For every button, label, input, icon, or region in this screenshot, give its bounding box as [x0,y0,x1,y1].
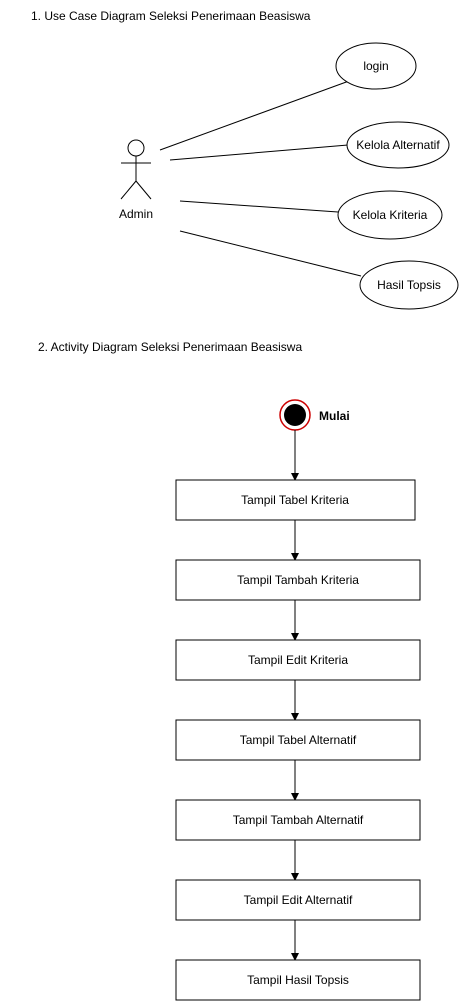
start-node [279,399,311,431]
usecase-kelola-kriteria: Kelola Kriteria [337,190,443,240]
association-kelola-kriteria [179,200,339,213]
association-kelola-alternatif [169,144,349,161]
activity-box [175,959,421,1001]
activity-step: Tampil Hasil Topsis [175,959,421,1001]
activity-label: Tampil Tabel Alternatif [240,733,357,747]
usecase-hasil-topsis: Hasil Topsis [359,260,459,310]
activity-diagram-title: 2. Activity Diagram Seleksi Penerimaan B… [38,340,303,354]
usecase-label: login [363,59,388,73]
actor-admin: Admin [119,139,153,221]
activity-box [175,719,421,761]
actor-label: Admin [119,207,153,221]
start-label: Mulai [319,409,350,423]
association-login [159,80,350,151]
usecase-label: Kelola Kriteria [353,208,428,222]
actor-head [127,139,145,157]
activity-step: Tampil Tambah Alternatif [175,799,421,841]
activity-step: Tampil Tabel Alternatif [175,719,421,761]
activity-label: Tampil Edit Alternatif [244,893,353,907]
activity-label: Tampil Tambah Kriteria [237,573,359,587]
activity-label: Tampil Tambah Alternatif [233,813,364,827]
activity-box [175,879,421,921]
usecase-kelola-alternatif: Kelola Alternatif [346,121,450,169]
usecase-ellipse [337,190,443,240]
activity-box [175,799,421,841]
activity-step: Tampil Tabel Kriteria [175,479,416,521]
usecase-ellipse [335,42,417,90]
activity-step: Tampil Edit Kriteria [175,639,421,681]
usecase-login: login [335,42,417,90]
usecase-label: Kelola Alternatif [356,138,440,152]
activity-step: Tampil Edit Alternatif [175,879,421,921]
activity-box [175,559,421,601]
association-lines [159,80,362,277]
usecase-diagram-title: 1. Use Case Diagram Seleksi Penerimaan B… [31,9,311,23]
association-hasil-topsis [179,230,362,277]
usecase-ellipse [346,121,450,169]
activity-label: Tampil Tabel Kriteria [241,493,349,507]
usecase-ellipse [359,260,459,310]
usecase-label: Hasil Topsis [377,278,441,292]
actor-left-leg [120,180,137,200]
activity-step: Tampil Tambah Kriteria [175,559,421,601]
activity-box [175,639,421,681]
start-node-dot [284,404,306,426]
activity-label: Tampil Hasil Topsis [247,973,349,987]
activity-box [175,479,416,521]
activity-label: Tampil Edit Kriteria [248,653,348,667]
actor-right-leg [135,180,152,200]
